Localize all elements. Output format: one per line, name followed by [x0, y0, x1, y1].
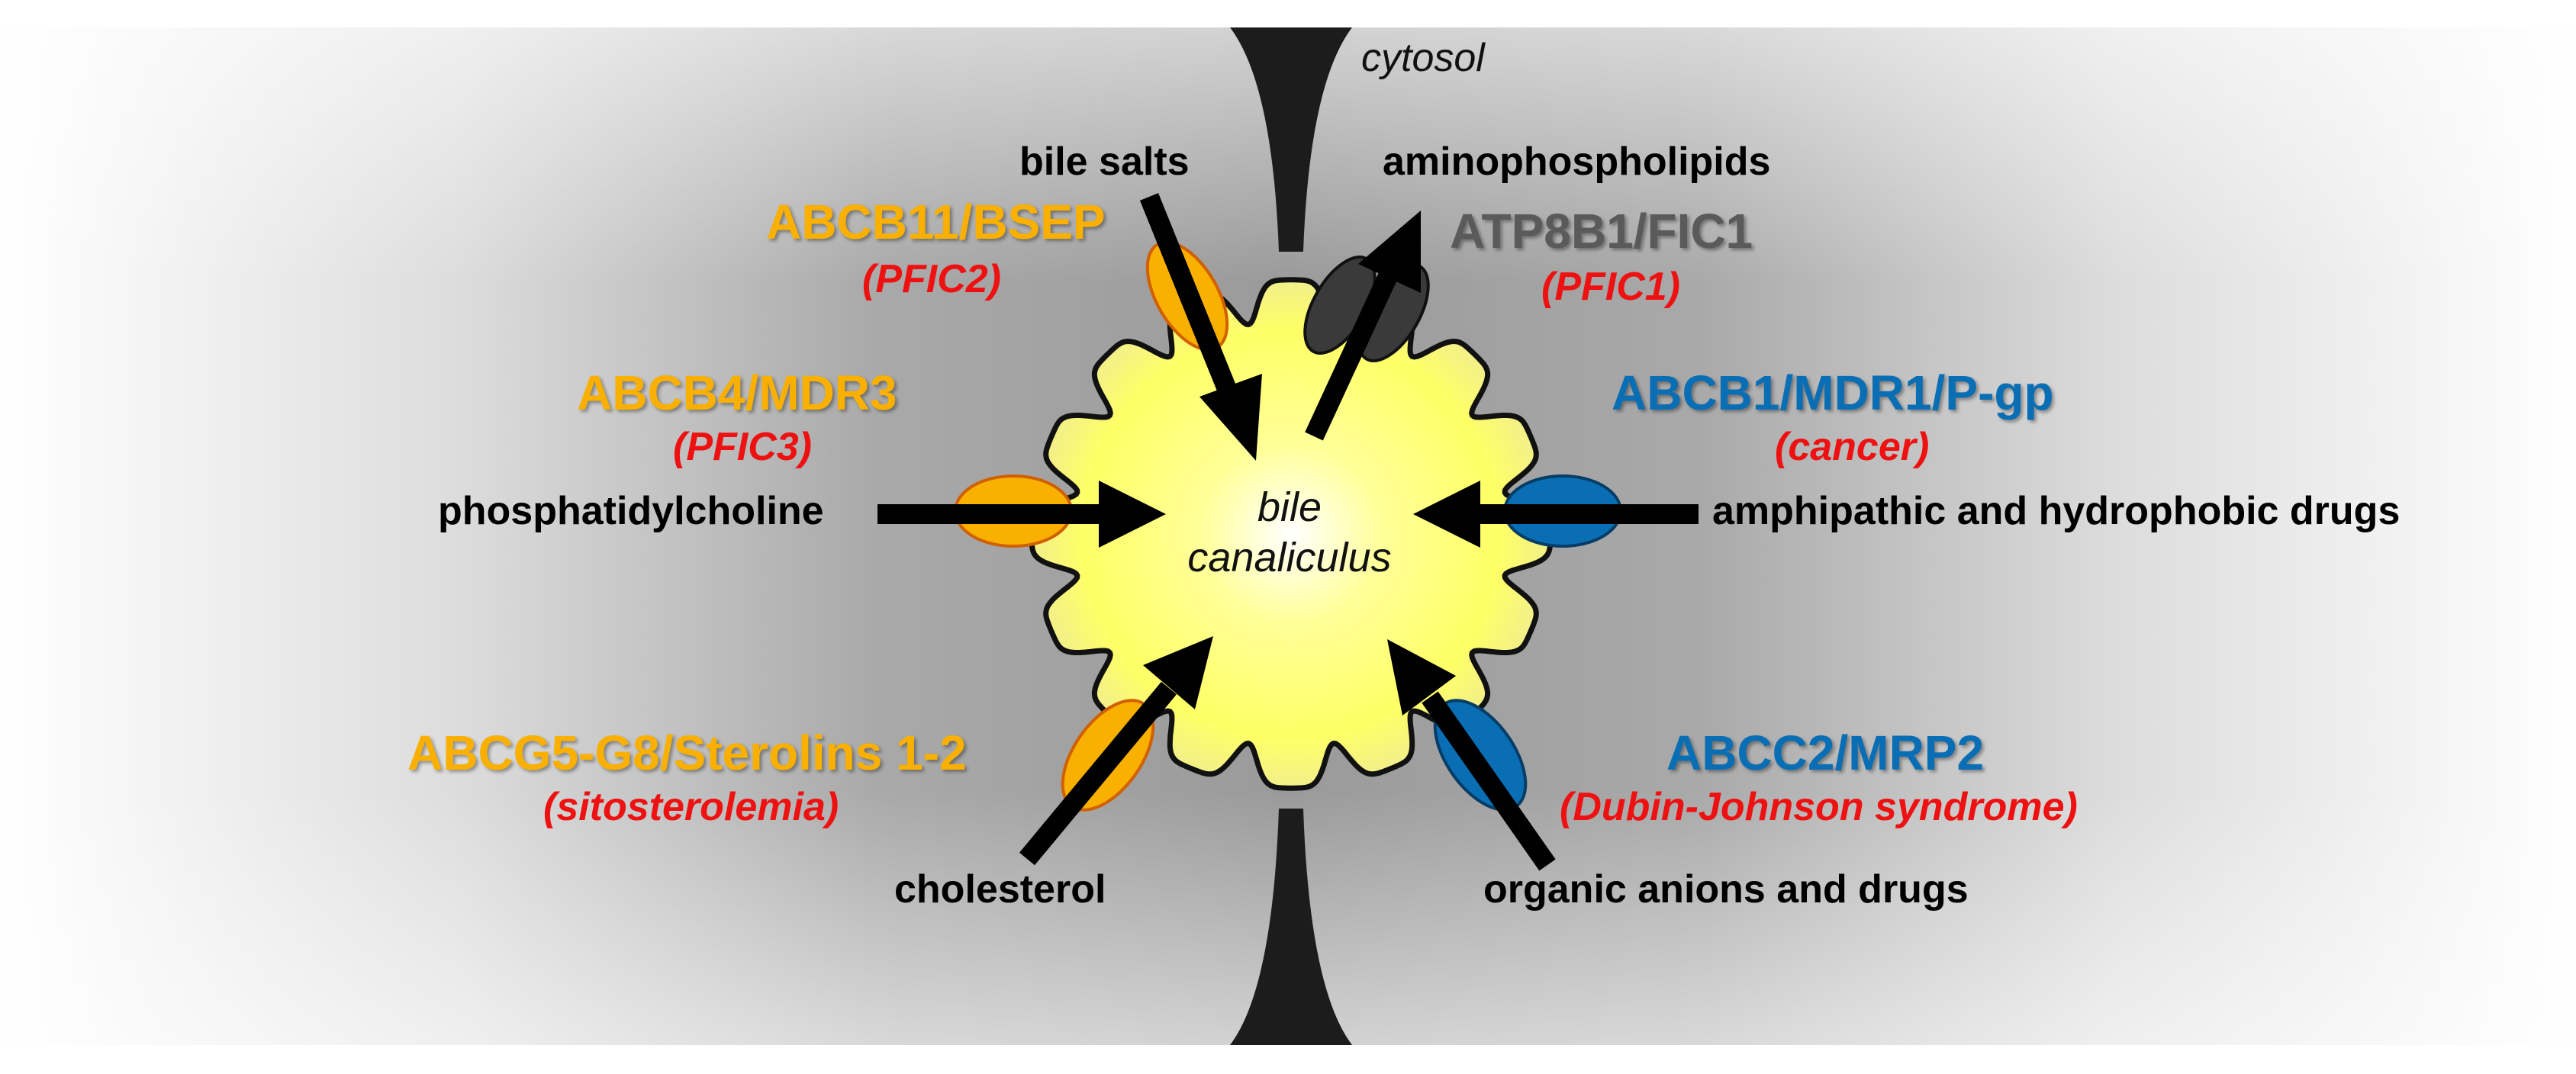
- arrow-aminophospholipids: [1305, 211, 1421, 441]
- bile-canaliculus-line2: canaliculus: [1187, 535, 1392, 580]
- transporter-abcc2-name: ABCC2/MRP2: [1666, 725, 1985, 780]
- substrate-organic-anions: organic anions and drugs: [1483, 867, 1969, 912]
- substrate-bile-salts: bile salts: [1019, 140, 1190, 184]
- arrow-organic-anions: [1387, 639, 1556, 871]
- tight-junction-top: [1230, 27, 1352, 252]
- substrate-aminophospholipids: aminophospholipids: [1383, 140, 1771, 184]
- transporter-abcc2-disease: (Dubin-Johnson syndrome): [1560, 785, 2078, 829]
- transporter-atp8b1-disease: (PFIC1): [1541, 265, 1680, 309]
- arrow-cholesterol: [1019, 636, 1213, 866]
- substrate-cholesterol: cholesterol: [894, 867, 1106, 912]
- bile-canaliculus-line1: bile: [1257, 484, 1322, 530]
- transporter-abcb11-disease: (PFIC2): [862, 257, 1001, 301]
- bile-canaliculus-label: bile canaliculus: [1160, 482, 1419, 583]
- transporter-abcb1-disease: (cancer): [1775, 425, 1930, 469]
- cytosol-label: cytosol: [1361, 36, 1485, 80]
- tight-junction-bottom: [1230, 809, 1352, 1045]
- arrow-bile-salts: [1139, 193, 1262, 461]
- transporter-abcb4-name: ABCB4/MDR3: [577, 365, 897, 420]
- substrate-phosphatidylcholine: phosphatidylcholine: [438, 489, 824, 533]
- arrow-amphipathic-drugs: [1413, 481, 1699, 548]
- transporter-abcg5-g8-name: ABCG5-G8/Sterolins 1-2: [407, 725, 967, 780]
- substrate-amphipathic-drugs: amphipathic and hydrophobic drugs: [1712, 489, 2401, 533]
- transporter-abcb1-name: ABCB1/MDR1/P-gp: [1612, 365, 2054, 420]
- transporter-abcg5-g8-disease: (sitosterolemia): [543, 785, 839, 829]
- arrow-phosphatidylcholine: [877, 481, 1166, 548]
- transporter-abcb11-name: ABCB11/BSEP: [766, 195, 1106, 249]
- transporter-abcb4-disease: (PFIC3): [673, 425, 812, 469]
- transporter-atp8b1-name: ATP8B1/FIC1: [1450, 204, 1753, 259]
